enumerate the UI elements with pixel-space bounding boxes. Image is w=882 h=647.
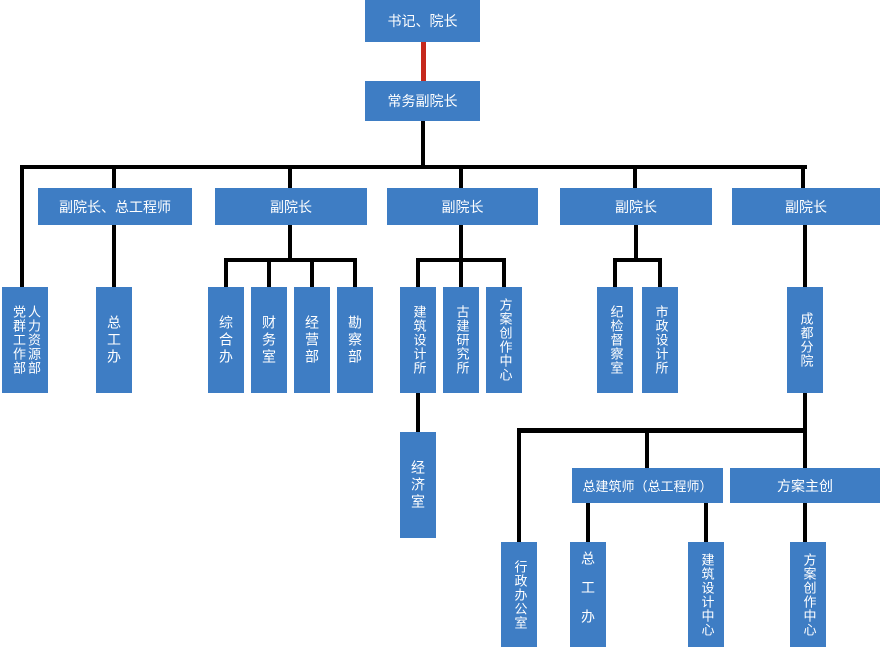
connector-executive-stub: [421, 121, 425, 169]
connector-main-rail: [20, 165, 807, 169]
node-municipal-design-inst-label: 市政设计所: [653, 305, 669, 375]
node-vp3-label: 副院长: [441, 198, 484, 215]
node-vp-chief-engineer-label: 副院长、总工程师: [59, 198, 171, 215]
node-chief-architect-label: 总建筑师（总工程师）: [582, 479, 713, 494]
connector-drop-vp2: [288, 165, 292, 188]
node-survey-dept: 勘察部: [337, 287, 373, 393]
node-finance-office: 财务室: [251, 287, 287, 393]
node-vp3: 副院长: [387, 188, 538, 225]
connector-vp4-stub: [634, 225, 638, 262]
node-arch-design-center: 建筑设计中心: [688, 542, 724, 647]
connector-chengdu-stub: [803, 393, 807, 433]
connector-drop-ancient-arch: [459, 258, 463, 287]
node-chief-eng-office-label: 总工办: [106, 314, 123, 366]
node-ancient-arch-inst-label: 古建研究所: [454, 305, 470, 375]
node-admin-office-label: 行政办公室: [512, 559, 528, 630]
connector-drop-vp3: [459, 165, 463, 188]
node-branch-chief-eng-office: 总工办: [570, 542, 606, 647]
node-branch-scheme-center-label: 方案创作中心: [801, 552, 817, 637]
connector-branch-rail: [517, 428, 807, 433]
connector-vp2-rail: [224, 258, 357, 262]
connector-drop-survey: [353, 258, 357, 287]
connector-chairman-executive: [421, 42, 426, 81]
connector-drop-party-hr: [20, 165, 24, 287]
connector-drop-admin-office: [517, 428, 521, 542]
node-admin-office: 行政办公室: [501, 542, 537, 647]
node-hr-dept-label: 人力资源部: [25, 305, 41, 375]
connector-vp5-chengdu: [803, 225, 807, 287]
node-party-hr-depts: 党群工作部 人力资源部: [2, 287, 48, 393]
node-general-office-label: 综合办: [218, 314, 235, 366]
connector-drop-municipal: [658, 258, 662, 287]
node-vp2-label: 副院长: [270, 198, 312, 215]
node-chief-architect: 总建筑师（总工程师）: [572, 468, 723, 503]
node-chief-eng-office: 总工办: [96, 287, 132, 393]
node-economics-office-label: 经济室: [410, 459, 427, 511]
connector-drop-scheme-lead: [803, 428, 807, 468]
node-scheme-creation-center: 方案创作中心: [486, 287, 522, 393]
node-discipline-office: 纪检督察室: [597, 287, 633, 393]
connector-chiefarch-chiefengoffice: [586, 503, 590, 542]
node-scheme-creation-center-label: 方案创作中心: [497, 298, 513, 382]
connector-vp3-stub: [459, 225, 463, 262]
node-arch-design-inst: 建筑设计所: [400, 287, 436, 393]
node-vp5-label: 副院长: [785, 198, 827, 215]
node-operations-dept-label: 经营部: [304, 314, 321, 366]
node-chengdu-branch-label: 成都分院: [798, 312, 814, 368]
connector-archdesign-economics: [416, 393, 420, 432]
connector-drop-chief-architect: [645, 428, 649, 468]
connector-chiefarch-archcenter: [704, 503, 708, 542]
node-scheme-lead-label: 方案主创: [777, 477, 833, 494]
node-municipal-design-inst: 市政设计所: [642, 287, 678, 393]
connector-drop-operations: [310, 258, 314, 287]
node-survey-dept-label: 勘察部: [347, 314, 364, 366]
connector-drop-vp4: [633, 165, 637, 188]
node-branch-chief-eng-office-label: 总工办: [580, 551, 597, 638]
node-general-office: 综合办: [208, 287, 244, 393]
node-executive-vp-label: 常务副院长: [387, 93, 458, 109]
node-discipline-office-label: 纪检督察室: [608, 305, 624, 375]
connector-drop-vp5: [801, 165, 805, 188]
node-scheme-lead: 方案主创: [730, 468, 880, 503]
connector-drop-vp-chief: [112, 165, 116, 188]
node-vp-chief-engineer: 副院长、总工程师: [38, 188, 192, 225]
node-chengdu-branch: 成都分院: [787, 287, 823, 393]
node-executive-vp: 常务副院长: [365, 81, 480, 121]
node-vp5: 副院长: [732, 188, 880, 225]
connector-vp2-stub: [288, 225, 292, 262]
connector-vp4-rail: [613, 258, 662, 262]
node-ancient-arch-inst: 古建研究所: [443, 287, 479, 393]
connector-drop-scheme-center: [502, 258, 506, 287]
node-branch-scheme-center: 方案创作中心: [790, 542, 826, 647]
party-hr-columns: 党群工作部 人力资源部: [10, 305, 41, 375]
node-vp2: 副院长: [215, 188, 367, 225]
node-operations-dept: 经营部: [294, 287, 330, 393]
connector-drop-arch-design: [416, 258, 420, 287]
node-chairman: 书记、院长: [365, 0, 480, 42]
node-finance-office-label: 财务室: [261, 314, 278, 366]
node-party-mass-dept-label: 党群工作部: [11, 305, 26, 375]
node-vp4: 副院长: [560, 188, 712, 225]
connector-drop-general-office: [224, 258, 228, 287]
node-arch-design-center-label: 建筑设计中心: [699, 552, 715, 637]
node-arch-design-inst-label: 建筑设计所: [411, 305, 427, 375]
node-chairman-label: 书记、院长: [387, 13, 458, 29]
node-economics-office: 经济室: [400, 432, 436, 538]
connector-drop-discipline: [613, 258, 617, 287]
node-vp4-label: 副院长: [615, 198, 657, 215]
connector-vpchief-chiefoffice: [112, 225, 116, 287]
connector-schemelead-schemecenter: [803, 503, 807, 542]
connector-drop-finance-office: [267, 258, 271, 287]
